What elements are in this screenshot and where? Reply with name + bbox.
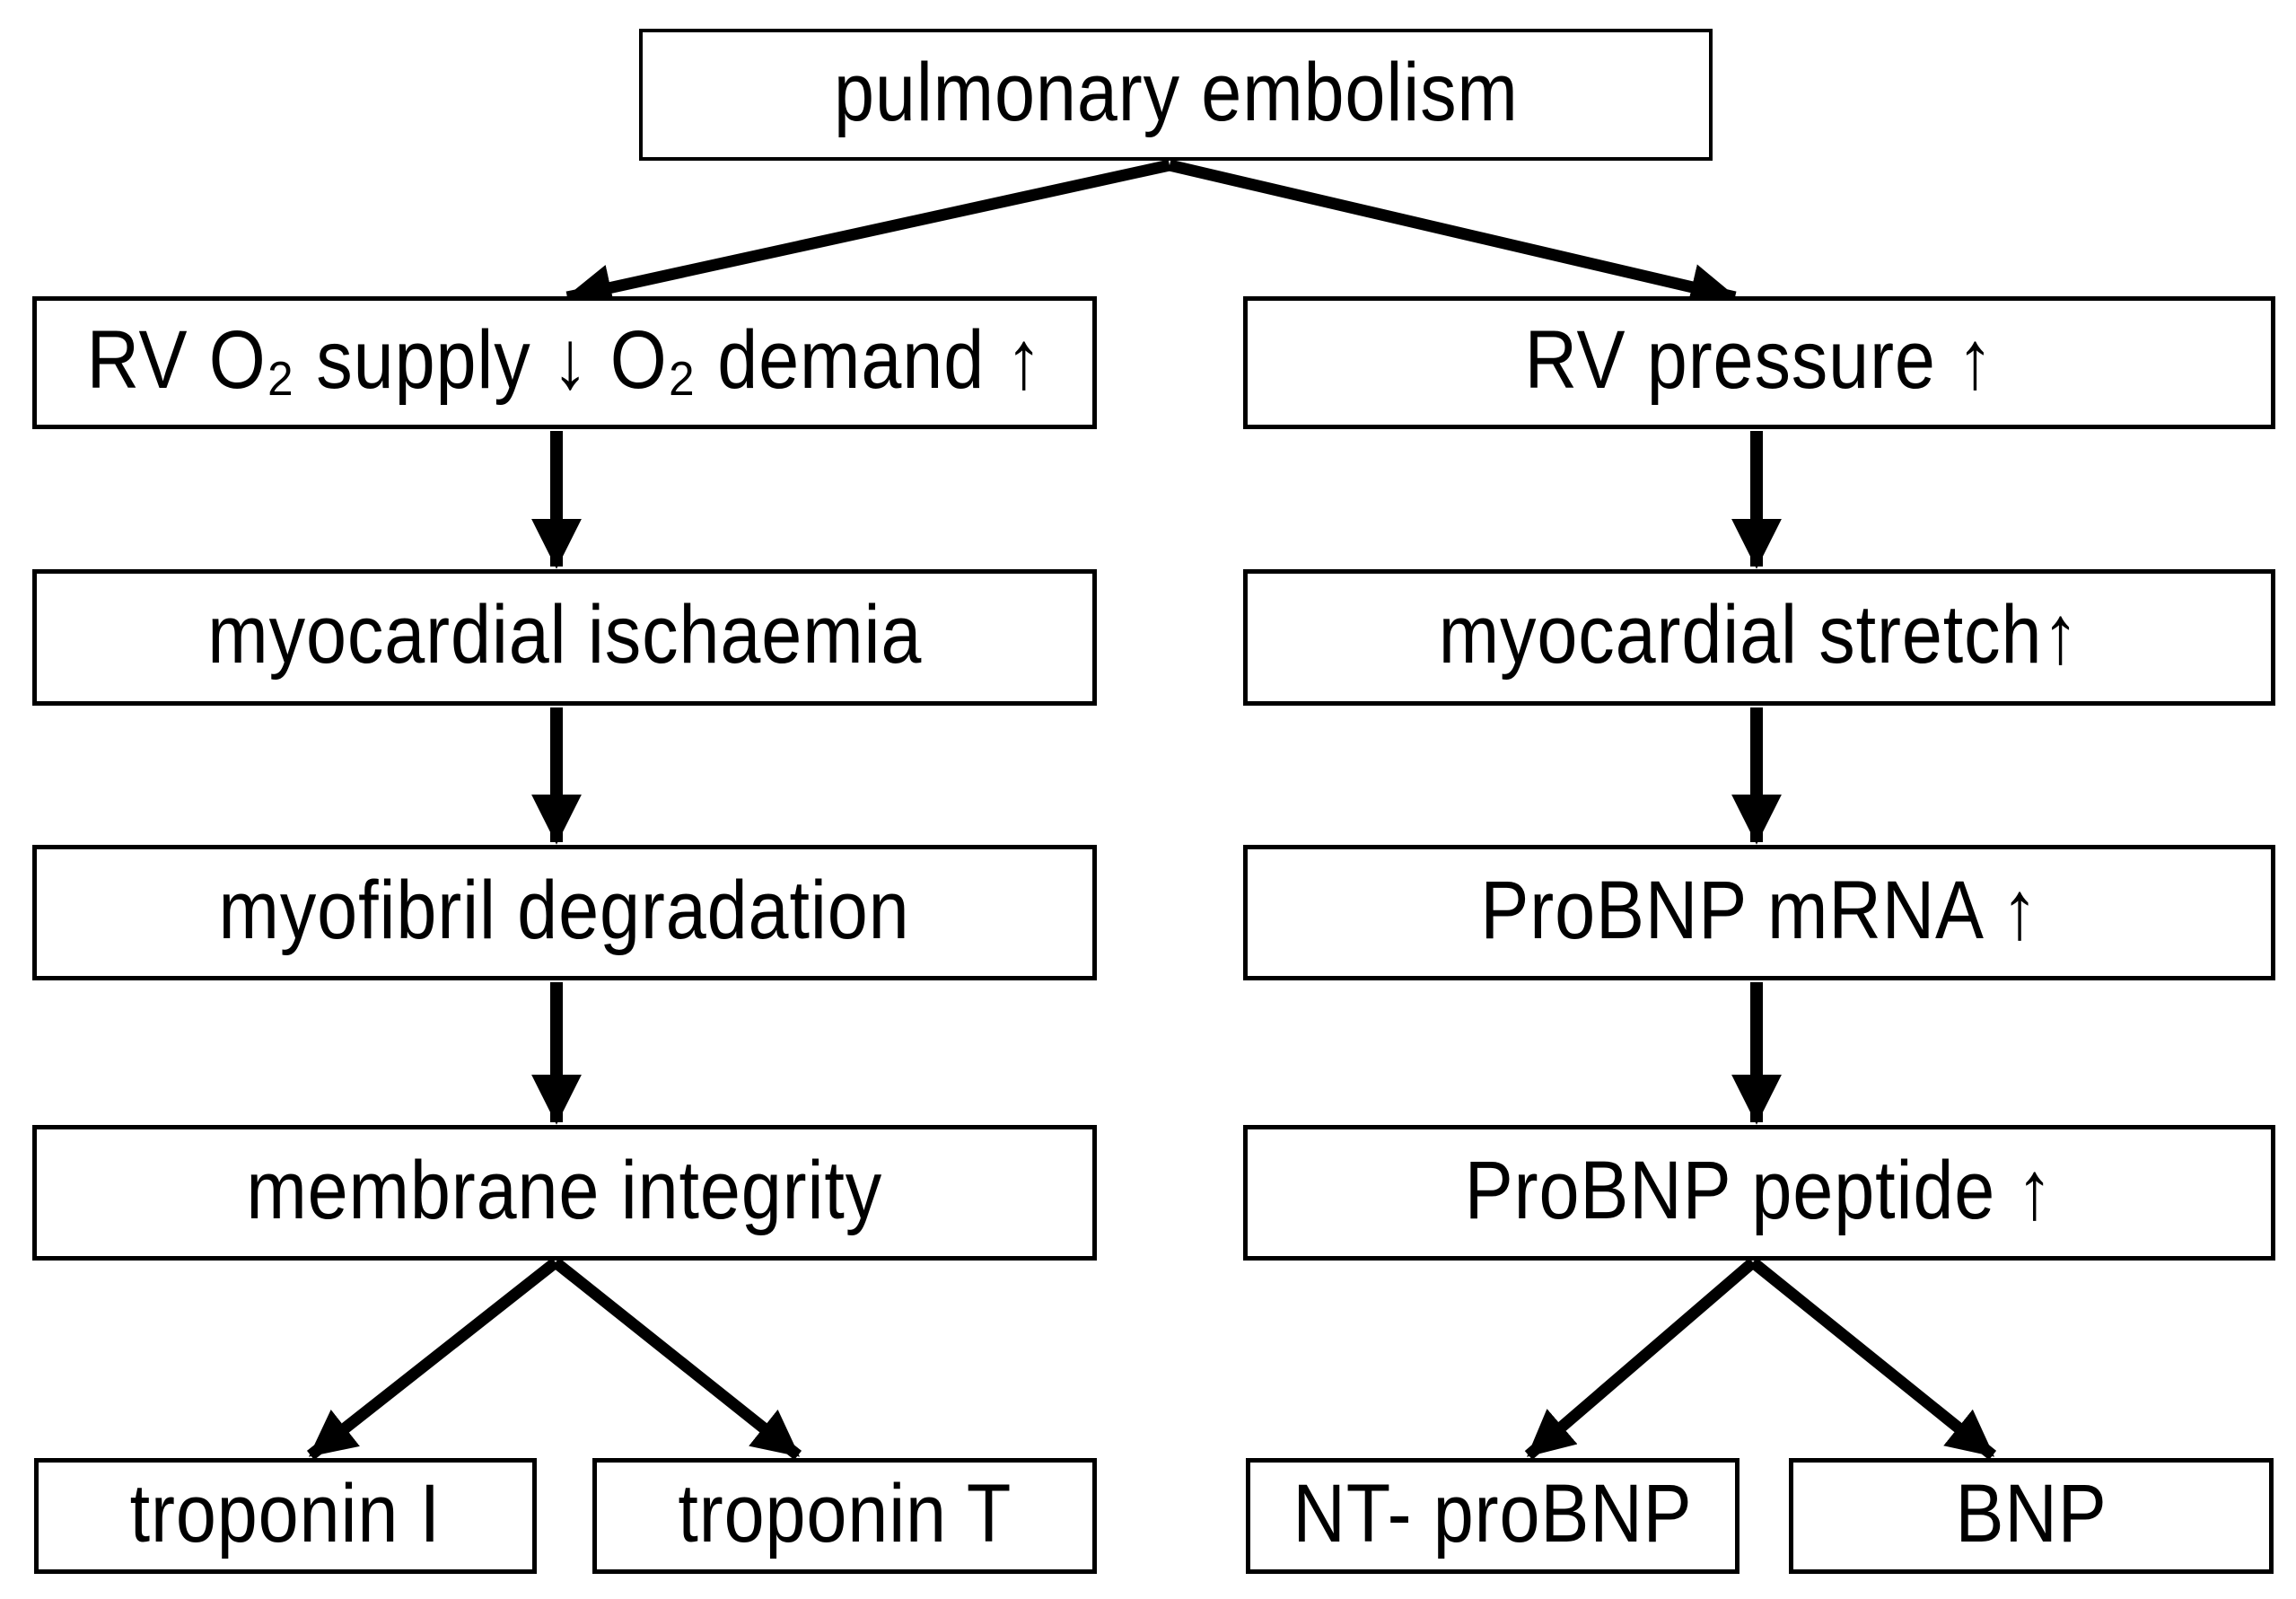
node-label: myofibril degradation	[218, 864, 910, 956]
node-label: troponin T	[678, 1467, 1012, 1559]
node-label: BNP	[1955, 1467, 2108, 1559]
arrow-peptide-to-nt-probnp	[1524, 1258, 1757, 1460]
node-myofibril-degradation: myofibril degradation	[32, 845, 1097, 980]
node-troponin-t: troponin T	[592, 1458, 1097, 1574]
node-rv-pressure: RV pressure ↑	[1243, 296, 2275, 429]
node-label: ProBNP peptide ↑	[1464, 1144, 2055, 1236]
node-label: RV pressure ↑	[1524, 314, 1994, 406]
node-myocardial-ischaemia: myocardial ischaemia	[32, 569, 1097, 706]
node-troponin-i: troponin I	[34, 1458, 537, 1574]
node-label: myocardial ischaemia	[206, 589, 923, 681]
arrow-membrane-to-troponin-t	[551, 1257, 802, 1461]
node-rv-o2-supply-demand: RV O₂ supply ↓ O₂ demand ↑	[32, 296, 1097, 429]
node-label: RV O₂ supply ↓ O₂ demand ↑	[86, 314, 1043, 406]
node-label: NT- proBNP	[1293, 1467, 1693, 1559]
arrow-peptide-to-bnp	[1748, 1257, 1997, 1461]
node-pulmonary-embolism: pulmonary embolism	[639, 29, 1713, 161]
arrow-pe-to-rv-o2	[565, 159, 1171, 311]
arrow-membrane-to-troponin-i	[306, 1257, 560, 1461]
node-label: membrane integrity	[246, 1144, 883, 1236]
node-label: pulmonary embolism	[833, 46, 1519, 138]
node-membrane-integrity: membrane integrity	[32, 1125, 1097, 1261]
node-probnp-peptide: ProBNP peptide ↑	[1243, 1125, 2275, 1261]
node-label: myocardial stretch↑	[1438, 589, 2081, 681]
node-bnp: BNP	[1789, 1458, 2274, 1574]
node-probnp-mrna: ProBNP mRNA ↑	[1243, 845, 2275, 980]
arrow-pe-to-rv-pressure	[1168, 159, 1738, 311]
node-label: troponin I	[129, 1467, 442, 1559]
node-nt-probnp: NT- proBNP	[1246, 1458, 1740, 1574]
node-label: ProBNP mRNA ↑	[1480, 864, 2038, 956]
node-myocardial-stretch: myocardial stretch↑	[1243, 569, 2275, 706]
